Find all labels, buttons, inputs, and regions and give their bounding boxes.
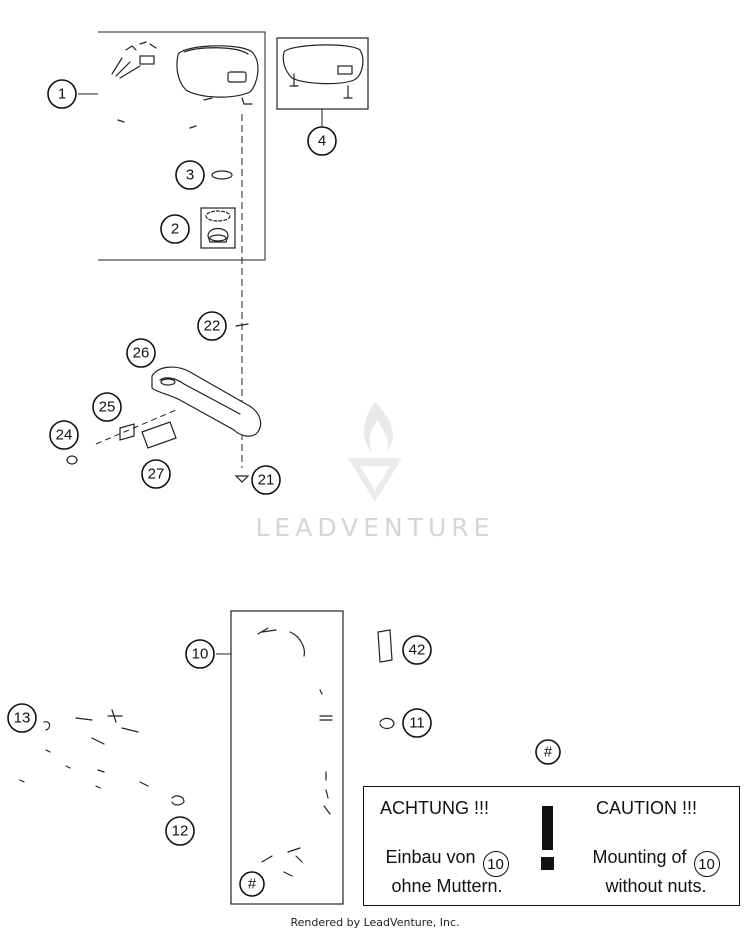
note-title-en: CAUTION !!! <box>596 798 698 818</box>
switch-part <box>19 709 149 789</box>
svg-text:2: 2 <box>171 221 179 238</box>
svg-text:3: 3 <box>186 167 194 184</box>
note-de-line1-text: Einbau von <box>385 847 476 867</box>
callout-27: 27 <box>141 459 171 489</box>
speedometer-kit-part <box>282 44 364 99</box>
speedometer-bracket-part <box>151 366 262 437</box>
bracket-bolt-part <box>95 409 177 449</box>
note-en-line1: Mounting of 10 <box>576 847 736 877</box>
callout-4: 4 <box>307 126 337 156</box>
grommet-part <box>171 795 185 806</box>
callout-21: 21 <box>251 465 281 495</box>
callout-12: 12 <box>165 816 195 846</box>
exclamation-icon <box>542 806 553 850</box>
wiring-connector-part <box>111 41 157 79</box>
retaining-ring-part <box>211 170 233 180</box>
note-en-line1-text: Mounting of <box>592 847 687 867</box>
note-de-line1: Einbau von 10 <box>372 847 522 877</box>
svg-text:10: 10 <box>192 646 209 663</box>
callout-3: 3 <box>175 160 205 190</box>
svg-text:#: # <box>248 876 257 893</box>
note-title-de: ACHTUNG !!! <box>380 798 490 818</box>
svg-text:24: 24 <box>56 427 73 444</box>
note-de-ref: 10 <box>482 851 509 877</box>
callout-24: 24 <box>49 420 79 450</box>
group-10-frame <box>230 610 344 905</box>
note-de-line2: ohne Muttern. <box>391 876 503 896</box>
svg-text:22: 22 <box>204 318 221 335</box>
svg-text:27: 27 <box>148 466 165 483</box>
callout-2: 2 <box>160 214 190 244</box>
exclamation-dot-icon <box>541 857 554 870</box>
callout-25: 25 <box>92 392 122 422</box>
watermark-text: LEADVENTURE <box>256 513 495 542</box>
callout-22: 22 <box>197 311 227 341</box>
callout-11: 11 <box>402 708 432 738</box>
rubber-bushing-part <box>235 323 249 327</box>
svg-text:4: 4 <box>318 133 326 150</box>
callout-1: 1 <box>47 79 77 109</box>
mounting-screw-part <box>234 475 250 483</box>
callout-hash-bottom: # <box>239 871 265 897</box>
note-en-line2: without nuts. <box>605 876 707 896</box>
bracket-nut-part <box>66 455 78 465</box>
callout-26: 26 <box>126 338 156 368</box>
cable-assembly-part <box>257 627 333 877</box>
svg-text:21: 21 <box>258 472 275 489</box>
caution-note-box: ACHTUNG !!! CAUTION !!! Einbau von 10 oh… <box>363 786 740 906</box>
cable-holder-part <box>379 717 395 730</box>
clip-part <box>377 629 393 663</box>
group-1-frame <box>98 31 266 261</box>
callout-10: 10 <box>185 639 215 669</box>
leadventure-watermark-logo <box>348 402 402 502</box>
svg-text:26: 26 <box>133 345 150 362</box>
footer-credit: Rendered by LeadVenture, Inc. <box>290 916 460 929</box>
svg-text:13: 13 <box>14 710 31 727</box>
svg-text:11: 11 <box>409 715 425 732</box>
svg-text:25: 25 <box>99 399 116 416</box>
speedometer-part <box>117 45 259 129</box>
note-en-ref: 10 <box>693 851 720 877</box>
callout-hash-top: # <box>535 739 561 765</box>
svg-text:#: # <box>544 744 553 761</box>
bulb-socket-part <box>205 210 231 243</box>
svg-text:1: 1 <box>58 86 66 103</box>
svg-text:42: 42 <box>409 642 426 659</box>
svg-text:12: 12 <box>172 823 189 840</box>
callout-42: 42 <box>402 635 432 665</box>
bulb-socket-box <box>200 207 236 249</box>
callout-13: 13 <box>7 703 37 733</box>
